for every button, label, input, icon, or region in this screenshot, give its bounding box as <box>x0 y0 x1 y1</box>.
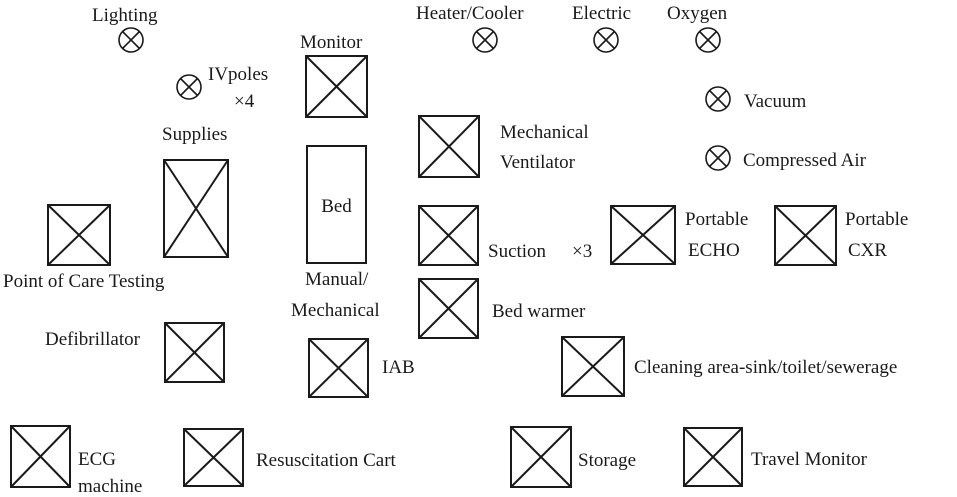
suction-label: Suction <box>488 241 547 262</box>
resuscitation-cart-box <box>183 428 244 487</box>
mechanical-ventilator-label-line2: Ventilator <box>500 152 576 173</box>
compressed-air-label: Compressed Air <box>743 150 867 171</box>
ecg-machine-label-line2: machine <box>78 476 142 497</box>
point-of-care-testing-area: Point of Care Testing <box>3 204 165 292</box>
lighting-outlet: Lighting <box>92 5 158 53</box>
point-of-care-testing-label: Point of Care Testing <box>3 271 165 292</box>
bed-warmer-label: Bed warmer <box>492 301 586 322</box>
vacuum-outlet: Vacuum <box>705 86 806 112</box>
electric-label: Electric <box>572 3 631 24</box>
iv-poles-outlet-icon <box>176 74 202 100</box>
heater-cooler-label: Heater/Cooler <box>416 3 524 24</box>
heater-cooler-outlet: Heater/Cooler <box>416 3 524 53</box>
portable-echo-area: Portable ECHO <box>610 205 748 265</box>
travel-monitor-label: Travel Monitor <box>751 449 868 470</box>
bed-type-label-line2: Mechanical <box>291 300 380 321</box>
supplies-label: Supplies <box>162 124 227 145</box>
portable-echo-box <box>610 205 676 265</box>
iab-box <box>308 338 369 398</box>
compressed-air-outlet: Compressed Air <box>705 145 867 171</box>
travel-monitor-area: Travel Monitor <box>683 427 868 487</box>
travel-monitor-box <box>683 427 743 487</box>
bed-warmer-area: Bed warmer <box>418 278 586 339</box>
iab-area: IAB <box>308 338 415 398</box>
supplies-area: Supplies <box>162 124 229 258</box>
cleaning-area-box <box>561 336 625 397</box>
suction-count: ×3 <box>572 241 592 262</box>
iv-poles-label: IVpoles <box>208 64 268 85</box>
bed-label: Bed <box>321 196 352 217</box>
ecg-machine-label-line1: ECG <box>78 449 116 470</box>
oxygen-outlet: Oxygen <box>667 3 728 53</box>
portable-cxr-label-line1: Portable <box>845 209 908 230</box>
electric-outlet-icon <box>593 27 619 53</box>
bed-area: Bed Manual/ Mechanical <box>291 145 380 321</box>
portable-cxr-label-line2: CXR <box>848 240 887 261</box>
resuscitation-cart-label: Resuscitation Cart <box>256 450 397 471</box>
defibrillator-box <box>164 322 225 383</box>
monitor-box <box>305 55 368 118</box>
mechanical-ventilator-box <box>418 115 480 178</box>
portable-echo-label-line2: ECHO <box>688 240 740 261</box>
storage-label: Storage <box>578 450 636 471</box>
portable-cxr-area: Portable CXR <box>774 205 908 266</box>
compressed-air-outlet-icon <box>705 145 731 171</box>
point-of-care-testing-box <box>47 204 111 266</box>
heater-cooler-outlet-icon <box>472 27 498 53</box>
defibrillator-label: Defibrillator <box>45 329 141 350</box>
bed-box <box>306 145 367 264</box>
vacuum-label: Vacuum <box>744 91 806 112</box>
lighting-label: Lighting <box>92 5 158 26</box>
suction-box <box>418 205 479 266</box>
oxygen-label: Oxygen <box>667 3 728 24</box>
suction-area: Suction ×3 <box>418 205 592 266</box>
defibrillator-area: Defibrillator <box>45 322 225 383</box>
mechanical-ventilator-label-line1: Mechanical <box>500 122 589 143</box>
mechanical-ventilator-area: Mechanical Ventilator <box>418 115 589 178</box>
cleaning-area: Cleaning area-sink/toilet/sewerage <box>561 336 897 397</box>
resuscitation-cart-area: Resuscitation Cart <box>183 428 397 487</box>
electric-outlet: Electric <box>572 3 631 53</box>
portable-echo-label-line1: Portable <box>685 209 748 230</box>
supplies-box <box>163 159 229 258</box>
iv-poles-outlet: IVpoles ×4 <box>176 64 268 112</box>
monitor-label: Monitor <box>300 32 363 53</box>
storage-box <box>510 426 572 488</box>
portable-cxr-box <box>774 205 837 266</box>
lighting-outlet-icon <box>118 27 144 53</box>
bed-warmer-box <box>418 278 479 339</box>
cleaning-area-label: Cleaning area-sink/toilet/sewerage <box>634 357 897 378</box>
ecg-machine-box <box>10 425 71 488</box>
bed-type-label-line1: Manual/ <box>305 269 369 290</box>
iab-label: IAB <box>382 357 415 378</box>
monitor-area: Monitor <box>300 32 368 118</box>
iv-poles-count: ×4 <box>234 91 255 112</box>
vacuum-outlet-icon <box>705 86 731 112</box>
storage-area: Storage <box>510 426 636 488</box>
ecg-machine-area: ECG machine <box>10 425 142 497</box>
oxygen-outlet-icon <box>695 27 721 53</box>
